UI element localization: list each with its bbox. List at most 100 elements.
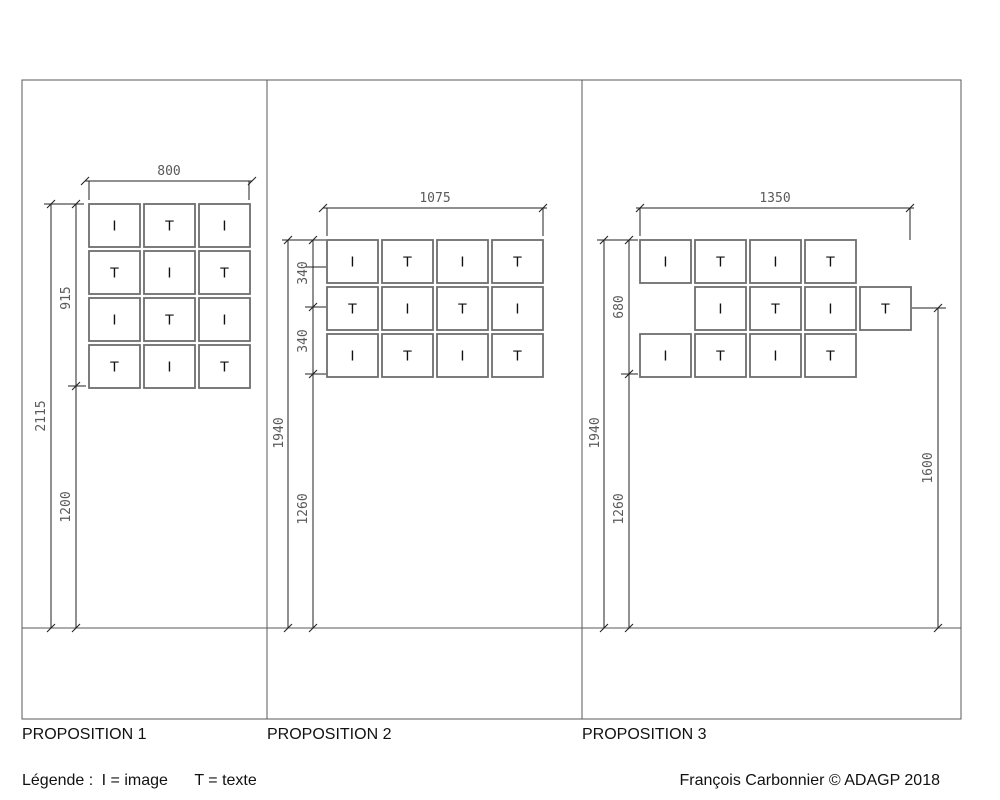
tile-letter: T bbox=[220, 359, 229, 376]
text-tile: T bbox=[804, 239, 857, 284]
image-tile: I bbox=[804, 286, 857, 331]
image-tile: I bbox=[143, 344, 196, 389]
dimension-floor-clearance-p1: 1200 bbox=[59, 491, 74, 522]
image-tile: I bbox=[749, 333, 802, 378]
tile-letter: I bbox=[222, 218, 226, 235]
tile-frame bbox=[491, 286, 544, 331]
image-tile: I bbox=[198, 203, 251, 248]
tile-frame bbox=[694, 239, 747, 284]
dimensions-proposition-3: 1350 1940 680 1260 1600 bbox=[588, 191, 946, 633]
tile-letter: I bbox=[405, 301, 409, 318]
image-tile: I bbox=[198, 297, 251, 342]
tile-frame bbox=[804, 333, 857, 378]
tile-letter: I bbox=[828, 301, 832, 318]
tile-letter: T bbox=[716, 348, 725, 365]
image-tile: I bbox=[436, 239, 489, 284]
tile-letter: I bbox=[167, 265, 171, 282]
image-tile: I bbox=[749, 239, 802, 284]
dimension-width-p1: 800 bbox=[157, 164, 180, 179]
tile-frame bbox=[749, 239, 802, 284]
tile-frame bbox=[198, 203, 251, 248]
text-tile: T bbox=[491, 239, 544, 284]
tile-letter: I bbox=[167, 359, 171, 376]
dimension-row-spacing-2-p2: 340 bbox=[296, 329, 311, 352]
tile-frame bbox=[694, 333, 747, 378]
text-tile: T bbox=[198, 344, 251, 389]
tile-letter: T bbox=[771, 301, 780, 318]
tile-frame bbox=[639, 239, 692, 284]
tile-letter: I bbox=[773, 254, 777, 271]
tile-frame bbox=[143, 344, 196, 389]
tile-letter: T bbox=[165, 312, 174, 329]
tile-frame bbox=[326, 286, 379, 331]
image-tile: I bbox=[143, 250, 196, 295]
legend-label: Légende : bbox=[22, 772, 94, 789]
tile-frame bbox=[198, 250, 251, 295]
tile-frame bbox=[198, 297, 251, 342]
text-tile: T bbox=[88, 344, 141, 389]
dimension-right-height-p3: 1600 bbox=[921, 452, 936, 483]
tile-frame bbox=[88, 203, 141, 248]
dimension-total-height-p2: 1940 bbox=[272, 417, 287, 448]
tile-frame bbox=[88, 344, 141, 389]
dimension-group-height-p3: 680 bbox=[612, 295, 627, 318]
tile-letter: I bbox=[515, 301, 519, 318]
tile-frame bbox=[749, 333, 802, 378]
tile-frame bbox=[326, 239, 379, 284]
tile-letter: I bbox=[112, 312, 116, 329]
tile-letter: I bbox=[112, 218, 116, 235]
image-tile: I bbox=[381, 286, 434, 331]
proposition-3-title: PROPOSITION 3 bbox=[582, 726, 707, 743]
tile-letter: T bbox=[403, 254, 412, 271]
tile-frame bbox=[436, 239, 489, 284]
image-tile: I bbox=[639, 333, 692, 378]
image-tile: I bbox=[326, 333, 379, 378]
tile-frame bbox=[381, 239, 434, 284]
tile-letter: T bbox=[826, 254, 835, 271]
image-tile: I bbox=[436, 333, 489, 378]
tile-letter: I bbox=[773, 348, 777, 365]
dimension-row-spacing-1-p2: 340 bbox=[296, 261, 311, 284]
tile-letter: I bbox=[350, 254, 354, 271]
tile-frame bbox=[694, 286, 747, 331]
tile-letter: T bbox=[403, 348, 412, 365]
tile-letter: I bbox=[460, 348, 464, 365]
tile-letter: T bbox=[110, 359, 119, 376]
tile-frame bbox=[639, 333, 692, 378]
dimension-floor-clearance-p3: 1260 bbox=[612, 493, 627, 524]
dimension-total-height-p3: 1940 bbox=[588, 417, 603, 448]
text-tile: T bbox=[694, 333, 747, 378]
text-tile: T bbox=[88, 250, 141, 295]
image-tile: I bbox=[491, 286, 544, 331]
tile-frame bbox=[143, 203, 196, 248]
tile-frame bbox=[491, 239, 544, 284]
tile-letter: T bbox=[110, 265, 119, 282]
tile-letter: I bbox=[350, 348, 354, 365]
tile-frame bbox=[198, 344, 251, 389]
tile-frame bbox=[143, 297, 196, 342]
tile-frame bbox=[749, 286, 802, 331]
text-tile: T bbox=[859, 286, 912, 331]
tile-frame bbox=[326, 333, 379, 378]
legend-image: I = image bbox=[101, 772, 168, 789]
tile-letter: T bbox=[881, 301, 890, 318]
wall-frame bbox=[21, 79, 962, 720]
text-tile: T bbox=[143, 297, 196, 342]
dimension-total-height-p1: 2115 bbox=[34, 400, 49, 431]
dimensions-proposition-1: 800 2115 915 1200 bbox=[34, 164, 257, 633]
dimensions-proposition-2: 1075 1940 340 340 1260 bbox=[272, 191, 548, 633]
tile-frame bbox=[381, 333, 434, 378]
image-tile: I bbox=[639, 239, 692, 284]
tile-letter: I bbox=[663, 254, 667, 271]
tile-letter: I bbox=[222, 312, 226, 329]
tile-letter: I bbox=[718, 301, 722, 318]
text-tile: T bbox=[749, 286, 802, 331]
tile-frame bbox=[143, 250, 196, 295]
image-tile: I bbox=[88, 297, 141, 342]
tile-letter: T bbox=[348, 301, 357, 318]
text-tile: T bbox=[326, 286, 379, 331]
text-tile: T bbox=[381, 333, 434, 378]
text-tile: T bbox=[143, 203, 196, 248]
